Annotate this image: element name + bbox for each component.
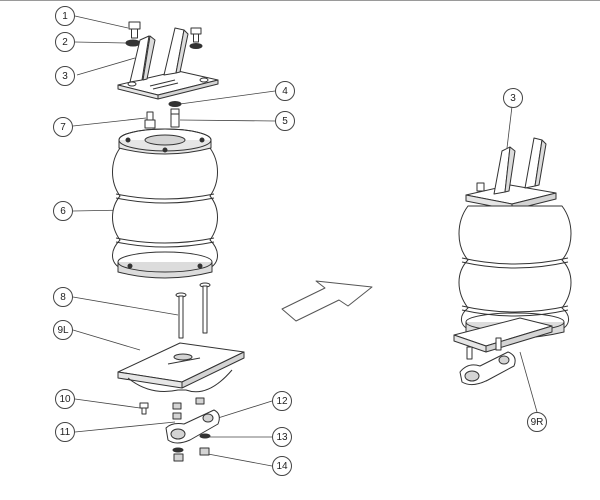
washers-13 (172, 433, 211, 453)
callout-12: 12 (272, 391, 292, 411)
nuts-11 (172, 397, 205, 420)
callout-4: 4 (275, 81, 295, 101)
callout-6: 6 (53, 201, 73, 221)
callout-8: 8 (53, 287, 73, 307)
bolt-1 (128, 21, 141, 39)
direction-arrow (281, 280, 373, 322)
washer-2 (125, 39, 141, 47)
callout-9l: 9L (53, 320, 73, 340)
callout-2: 2 (55, 32, 75, 52)
callout-5: 5 (275, 111, 295, 131)
leader-lines (72, 15, 538, 467)
clamp-12 (165, 409, 220, 444)
callout-1: 1 (55, 6, 75, 26)
callout-3: 3 (55, 66, 75, 86)
top-border-line (0, 0, 600, 1)
callout-3-assembled: 3 (503, 88, 523, 108)
washer-4 (168, 101, 182, 107)
assembled-view (453, 137, 572, 386)
callout-9r: 9R (527, 412, 547, 432)
callout-11: 11 (55, 422, 75, 442)
callout-7: 7 (53, 117, 73, 137)
bolt-top-right (189, 27, 203, 49)
long-bolts-8 (175, 282, 211, 339)
callout-14: 14 (272, 456, 292, 476)
nuts-14 (173, 447, 210, 462)
callout-10: 10 (55, 389, 75, 409)
bolt-10 (139, 402, 149, 415)
callout-13: 13 (272, 427, 292, 447)
air-fitting-7 (144, 111, 156, 129)
air-spring-6 (112, 128, 218, 279)
lower-bracket-9L (117, 342, 245, 393)
upper-bracket-3 (117, 27, 219, 100)
stud-5 (170, 108, 180, 128)
